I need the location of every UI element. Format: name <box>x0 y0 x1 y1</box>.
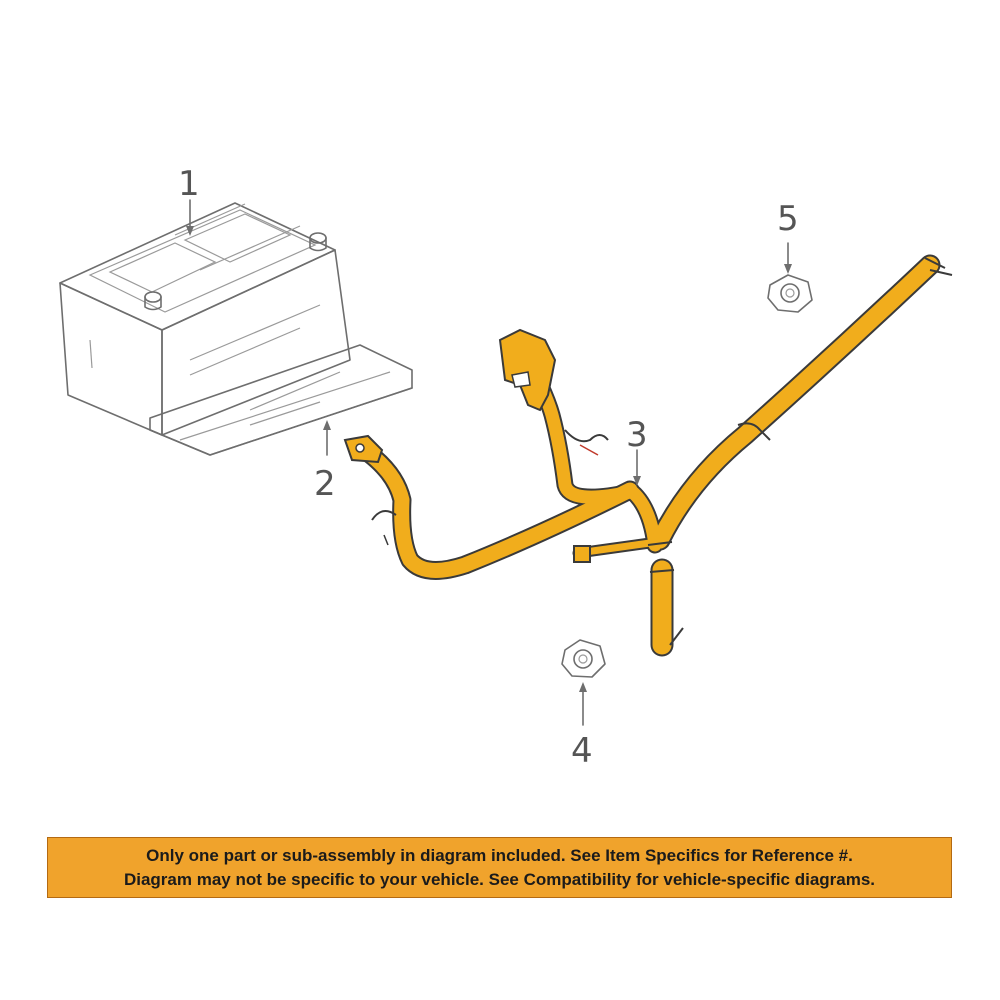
notice-banner: Only one part or sub-assembly in diagram… <box>47 837 952 898</box>
callout-3: 3 <box>626 415 648 455</box>
callout-4: 4 <box>571 731 593 771</box>
battery-tray <box>149 344 413 456</box>
callout-2: 2 <box>314 464 336 504</box>
leader-lines <box>186 199 792 726</box>
callout-5: 5 <box>777 199 799 239</box>
nut-part-4 <box>561 639 606 678</box>
notice-line-2: Diagram may not be specific to your vehi… <box>123 869 876 889</box>
notice-line-1: Only one part or sub-assembly in diagram… <box>146 845 853 865</box>
battery-cable-harness <box>343 254 953 657</box>
callout-1: 1 <box>178 164 200 204</box>
nut-part-5 <box>767 274 813 313</box>
battery <box>59 202 351 436</box>
positive-terminal-boot <box>498 328 557 412</box>
